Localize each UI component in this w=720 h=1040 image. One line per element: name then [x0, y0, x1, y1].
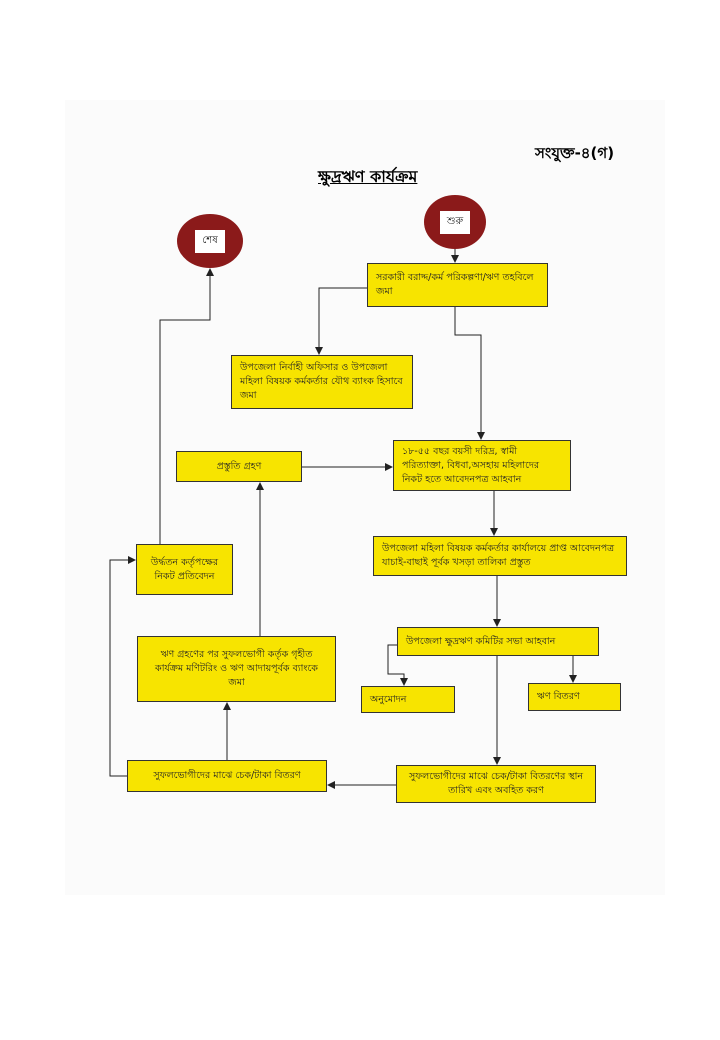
box-approval: অনুমোদন [361, 686, 455, 713]
end-label: শেষ [195, 229, 225, 253]
start-label: শুরু [439, 210, 471, 234]
box-invite-applications: ১৮-৫৫ বছর বয়সী দরিদ্র, স্বামী পরিত্যাক্… [393, 440, 571, 491]
box-report: উর্দ্ধতন কর্তৃপক্ষের নিকট প্রতিবেদন [136, 544, 233, 595]
arrow-fund-joint [315, 287, 367, 355]
box-loan-distribution: ঋণ বিতরণ [528, 683, 621, 711]
box-notify-place-date: সুফলভোগীদের মাঝে চেক/টাকা বিতরণের স্থান … [396, 765, 596, 803]
arrow-cheque-report [109, 556, 136, 777]
arrow-committee-approval [387, 644, 408, 686]
annex-label: সংযুক্ত-৪(গ) [535, 144, 615, 162]
box-fund: সরকারী বরাদ্দ/কর্ম পরিকল্পণা/ঋণ তহবিলে জ… [367, 263, 548, 307]
end-node: শেষ [177, 214, 243, 268]
arrow-report-end [159, 268, 214, 544]
box-draft-list: উপজেলা মহিলা বিষয়ক কর্মকর্তার কার্যালয়… [373, 536, 627, 576]
box-preparation: প্রস্তুতি গ্রহণ [176, 451, 302, 482]
box-committee-meeting: উপজেলা ক্ষুদ্রঋণ কমিটির সভা আহবান [397, 627, 599, 656]
box-cheque-distribution: সুফলভোগীদের মাঝে চেক/টাকা বিতরণ [127, 760, 327, 792]
page-title: ক্ষুদ্রঋণ কার্যক্রম [318, 167, 418, 186]
box-monitoring: ঋণ গ্রহণের পর সুফলভোগী কর্তৃক গৃহীত কার্… [137, 636, 336, 702]
arrow-fund-invite [454, 307, 485, 440]
box-joint-account: উপজেলা নির্বাহী অফিসার ও উপজেলা মহিলা বি… [231, 355, 413, 409]
start-node: শুরু [424, 195, 486, 249]
